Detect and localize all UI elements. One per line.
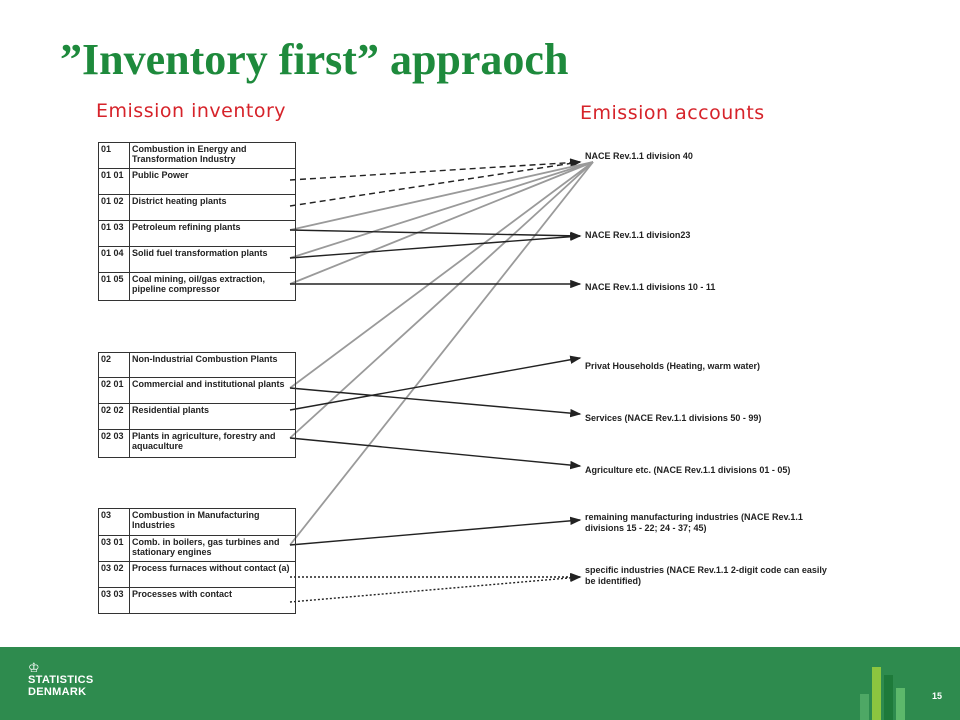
- decor-bar: [872, 667, 881, 720]
- row-code: 01 03: [98, 220, 130, 247]
- connector-line: [289, 158, 582, 181]
- crown-icon: ♔: [28, 660, 40, 675]
- row-label: Coal mining, oil/gas extraction, pipelin…: [129, 272, 296, 301]
- decor-bar: [884, 675, 893, 720]
- connector-line: [289, 573, 582, 603]
- connector-line: [289, 161, 594, 546]
- row-code: 02 01: [98, 377, 130, 404]
- account-item: Services (NACE Rev.1.1 divisions 50 - 99…: [585, 413, 762, 423]
- connector-line: [289, 159, 582, 207]
- table-code: 02: [98, 352, 130, 378]
- connector-line: [289, 161, 594, 259]
- connector-line: [289, 387, 582, 418]
- row-label: Residential plants: [129, 403, 296, 430]
- connector-line: [289, 229, 582, 240]
- row-code: 02 03: [98, 429, 130, 458]
- row-code: 01 05: [98, 272, 130, 301]
- decorative-bars: [860, 667, 910, 720]
- row-label: Petroleum refining plants: [129, 220, 296, 247]
- row-label: Process furnaces without contact (a): [129, 561, 296, 588]
- emission-inventory-heading: Emission inventory: [96, 100, 287, 122]
- statistics-denmark-logo: ♔ STATISTICS DENMARK: [28, 661, 94, 698]
- row-code: 03 02: [98, 561, 130, 588]
- row-label: Plants in agriculture, forestry and aqua…: [129, 429, 296, 458]
- table-code: 01: [98, 142, 130, 169]
- table-heading: Combustion in Energy and Transformation …: [129, 142, 296, 169]
- page-number: 15: [931, 691, 942, 701]
- row-label: Comb. in boilers, gas turbines and stati…: [129, 535, 296, 562]
- account-item: specific industries (NACE Rev.1.1 2-digi…: [585, 565, 827, 586]
- connector-line: [289, 516, 582, 546]
- row-label: Processes with contact: [129, 587, 296, 614]
- slide-title: ”Inventory first” appraoch: [60, 35, 569, 84]
- row-code: 02 02: [98, 403, 130, 430]
- logo-line-2: DENMARK: [28, 686, 87, 698]
- connector-line: [289, 161, 594, 285]
- account-item: NACE Rev.1.1 divisions 10 - 11: [585, 282, 716, 292]
- table-code: 03: [98, 508, 130, 536]
- connector-line: [289, 355, 582, 411]
- table-heading: Combustion in Manufacturing Industries: [129, 508, 296, 536]
- connector-lines: [289, 158, 594, 603]
- connector-line: [289, 232, 582, 259]
- row-code: 01 01: [98, 168, 130, 195]
- row-code: 01 02: [98, 194, 130, 221]
- row-code: 01 04: [98, 246, 130, 273]
- account-item: NACE Rev.1.1 division23: [585, 230, 691, 240]
- table-heading: Non-Industrial Combustion Plants: [129, 352, 296, 378]
- row-label: District heating plants: [129, 194, 296, 221]
- decor-bar: [896, 688, 905, 720]
- logo-line-1: STATISTICS: [28, 674, 94, 686]
- row-label: Commercial and institutional plants: [129, 377, 296, 404]
- row-label: Solid fuel transformation plants: [129, 246, 296, 273]
- emission-accounts-heading: Emission accounts: [580, 102, 765, 124]
- connector-line: [289, 161, 594, 389]
- decor-bar: [860, 694, 869, 720]
- account-item: NACE Rev.1.1 division 40: [585, 151, 693, 161]
- row-code: 03 01: [98, 535, 130, 562]
- footer-bar: ♔ STATISTICS DENMARK 15: [0, 647, 960, 720]
- connector-line: [289, 161, 594, 231]
- account-item: remaining manufacturing industries (NACE…: [585, 512, 803, 533]
- row-code: 03 03: [98, 587, 130, 614]
- connector-line: [289, 437, 582, 470]
- row-label: Public Power: [129, 168, 296, 195]
- account-item: Agriculture etc. (NACE Rev.1.1 divisions…: [585, 465, 791, 475]
- account-item: Privat Households (Heating, warm water): [585, 361, 761, 371]
- connector-line: [289, 161, 594, 439]
